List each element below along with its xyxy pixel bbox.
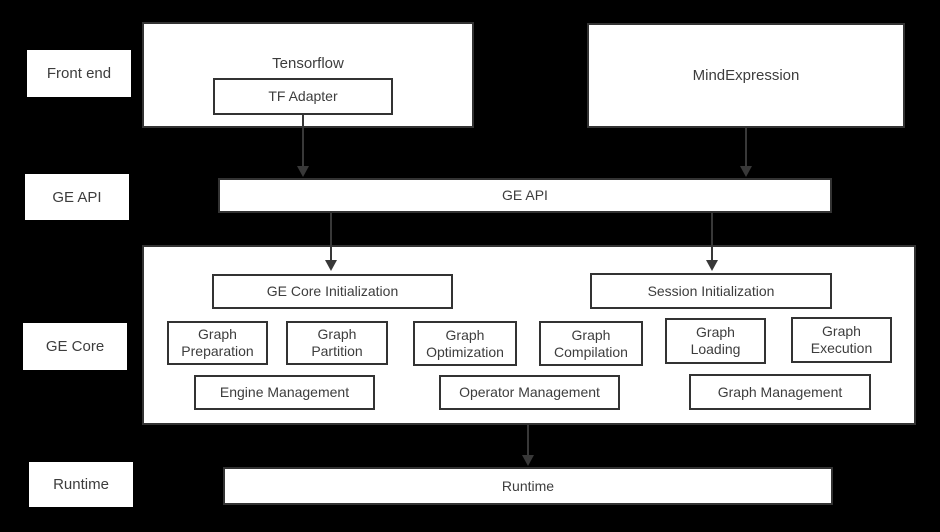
side-label-front-end: Front end: [27, 50, 131, 97]
graph-optimization-box: Graph Optimization: [413, 321, 517, 366]
session-initialization-box: Session Initialization: [590, 273, 832, 309]
runtime-box: Runtime: [223, 467, 833, 505]
graph-execution-box: Graph Execution: [791, 317, 892, 363]
graph-compilation-box: Graph Compilation: [539, 321, 643, 366]
graph-partition-box: Graph Partition: [286, 321, 388, 365]
ge-api-box: GE API: [218, 178, 832, 213]
arrow-ge-core-to-runtime: [522, 425, 534, 466]
mindexpression-box: MindExpression: [587, 23, 905, 128]
side-label-ge-api: GE API: [25, 174, 129, 220]
side-label-ge-core: GE Core: [23, 323, 127, 370]
tensorflow-title: Tensorflow: [272, 55, 344, 72]
graph-preparation-box: Graph Preparation: [167, 321, 268, 365]
operator-management-box: Operator Management: [439, 375, 620, 410]
arrow-mindexpression-to-ge-api: [740, 128, 752, 177]
graph-management-box: Graph Management: [689, 374, 871, 410]
engine-management-box: Engine Management: [194, 375, 375, 410]
ge-core-initialization-box: GE Core Initialization: [212, 274, 453, 309]
tf-adapter-box: TF Adapter: [213, 78, 393, 115]
ge-core-box: GE Core Initialization Session Initializ…: [142, 245, 916, 425]
side-label-runtime: Runtime: [29, 462, 133, 507]
tensorflow-box: Tensorflow TF Adapter: [142, 22, 474, 128]
graph-loading-box: Graph Loading: [665, 318, 766, 364]
